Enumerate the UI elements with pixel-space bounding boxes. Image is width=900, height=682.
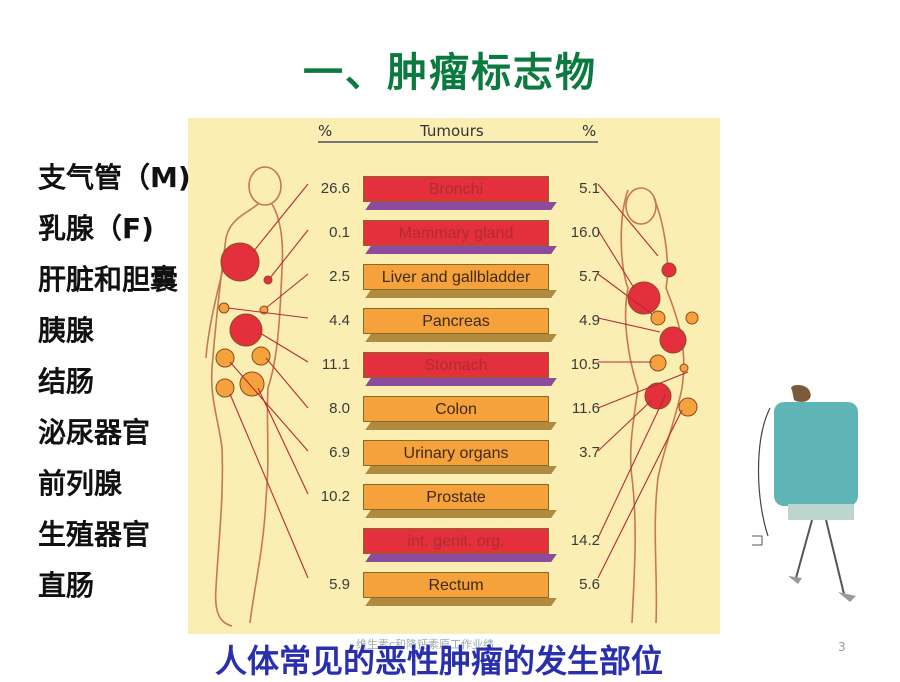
tumour-bar: Urinary organs xyxy=(363,440,549,466)
watermark-text: 维生素c和降钙素原工作业绩 xyxy=(356,638,495,651)
tumour-bar: Stomach xyxy=(363,352,549,378)
organ-item: 结肠 xyxy=(38,365,95,398)
tumour-bar: Mammary gland xyxy=(363,220,549,246)
organ-list: 支气管（M) 乳腺（F) 肝脏和胆囊 胰腺 结肠 泌尿器官 前列腺 生殖器官 直… xyxy=(38,152,191,611)
slide-title: 一、肿瘤标志物 xyxy=(303,50,597,96)
body-illustration xyxy=(205,166,699,627)
right-percent-value: 4.9 xyxy=(579,312,600,329)
right-percent-value: 14.2 xyxy=(570,532,600,549)
right-percent-value: 5.7 xyxy=(579,268,600,285)
tumours-header: Tumours xyxy=(420,122,484,140)
right-percent-header: % xyxy=(582,122,597,140)
left-percent-value: 2.5 xyxy=(329,268,350,285)
left-percent-value: 26.6 xyxy=(320,180,350,197)
right-percent-value: 5.1 xyxy=(579,180,600,197)
left-percent-value: 4.4 xyxy=(329,312,350,329)
left-percent-value: 6.9 xyxy=(329,444,350,461)
organ-item: 支气管（M) xyxy=(38,161,191,194)
tumour-bar: Rectum xyxy=(363,572,549,598)
tumour-bar: int. genit. org. xyxy=(363,528,549,554)
right-percent-value: 5.6 xyxy=(579,576,600,593)
organ-item: 前列腺 xyxy=(38,467,123,500)
right-percent-value: 10.5 xyxy=(570,356,600,373)
right-percent-value: 16.0 xyxy=(570,224,600,241)
organ-item: 肝脏和胆囊 xyxy=(38,263,179,296)
tumour-bar: Pancreas xyxy=(363,308,549,334)
male-silhouette xyxy=(205,166,284,627)
organ-item: 乳腺（F) xyxy=(38,212,154,245)
page-number: 3 xyxy=(838,640,846,654)
tumour-bar: Bronchi xyxy=(363,176,549,202)
tumour-bar: Liver and gallbladder xyxy=(363,264,549,290)
left-percent-value: 11.1 xyxy=(321,356,350,373)
organ-item: 胰腺 xyxy=(38,314,95,347)
left-percent-value: 5.9 xyxy=(329,576,350,593)
left-percent-value: 8.0 xyxy=(329,400,350,417)
header-rule xyxy=(318,141,598,143)
figure-caption: 人体常见的恶性肿瘤的发生部位 xyxy=(215,642,664,680)
organ-item: 泌尿器官 xyxy=(38,416,151,449)
cartoon-figure xyxy=(752,385,858,602)
tumour-bar: Colon xyxy=(363,396,549,422)
organ-item: 直肠 xyxy=(38,569,95,602)
left-percent-value: 0.1 xyxy=(329,224,350,241)
organ-item: 生殖器官 xyxy=(38,518,151,551)
tumour-figure: % Tumours % xyxy=(188,118,720,634)
tumour-bar: Prostate xyxy=(363,484,549,510)
left-percent-header: % xyxy=(318,122,333,140)
left-percent-value: 10.2 xyxy=(320,488,350,505)
right-percent-value: 3.7 xyxy=(579,444,600,461)
right-percent-value: 11.6 xyxy=(571,400,600,417)
